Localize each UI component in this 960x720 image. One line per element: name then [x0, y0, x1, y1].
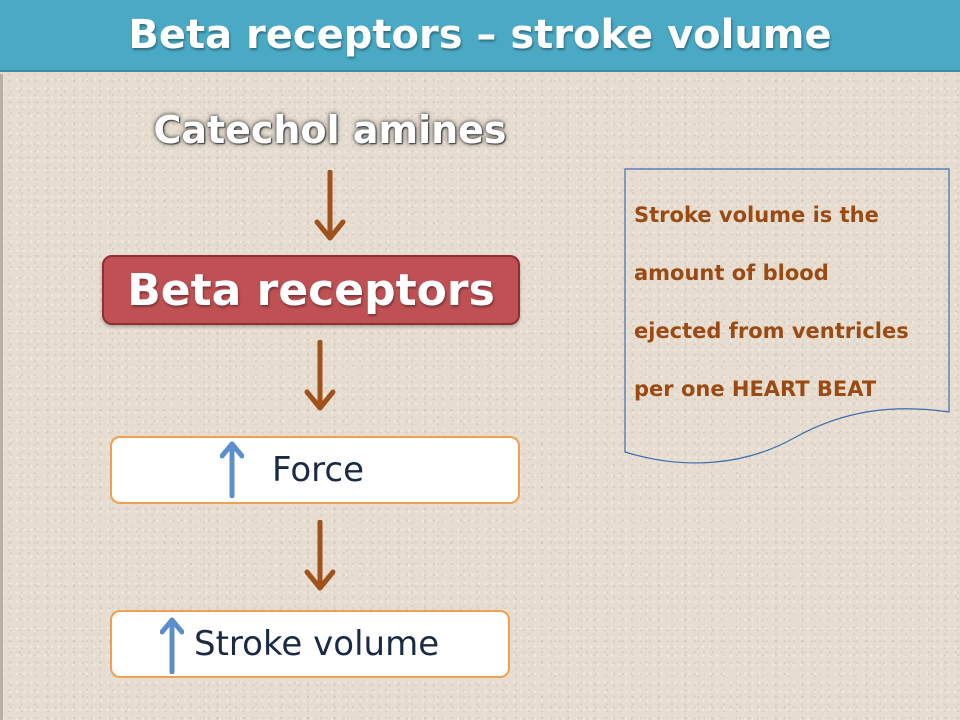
beta-receptors-label: Beta receptors [127, 264, 495, 316]
force-box: Force [110, 436, 520, 504]
arrow-down-icon [304, 520, 336, 591]
arrow-up-icon [220, 441, 244, 498]
definition-line: amount of blood [634, 261, 829, 285]
arrow-up-icon [160, 617, 184, 674]
note-document-shape [624, 168, 950, 464]
stroke-volume-box: Stroke volume [110, 610, 510, 678]
force-label: Force [272, 450, 364, 490]
left-border [0, 74, 3, 720]
arrow-down-icon [304, 340, 336, 411]
definition-text: Stroke volume is the amount of blood eje… [634, 186, 950, 418]
title-bar: Beta receptors – stroke volume [0, 0, 960, 72]
stroke-volume-label: Stroke volume [194, 624, 440, 664]
definition-note: Stroke volume is the amount of blood eje… [624, 168, 950, 468]
definition-line: Stroke volume is the [634, 203, 879, 227]
definition-line: ejected from ventricles [634, 319, 909, 343]
definition-line: per one HEART BEAT [634, 377, 877, 401]
arrow-down-icon [314, 170, 346, 241]
slide-title: Beta receptors – stroke volume [128, 12, 832, 58]
beta-receptors-box: Beta receptors [102, 255, 520, 325]
catecholamines-label: Catechol amines [153, 108, 507, 152]
